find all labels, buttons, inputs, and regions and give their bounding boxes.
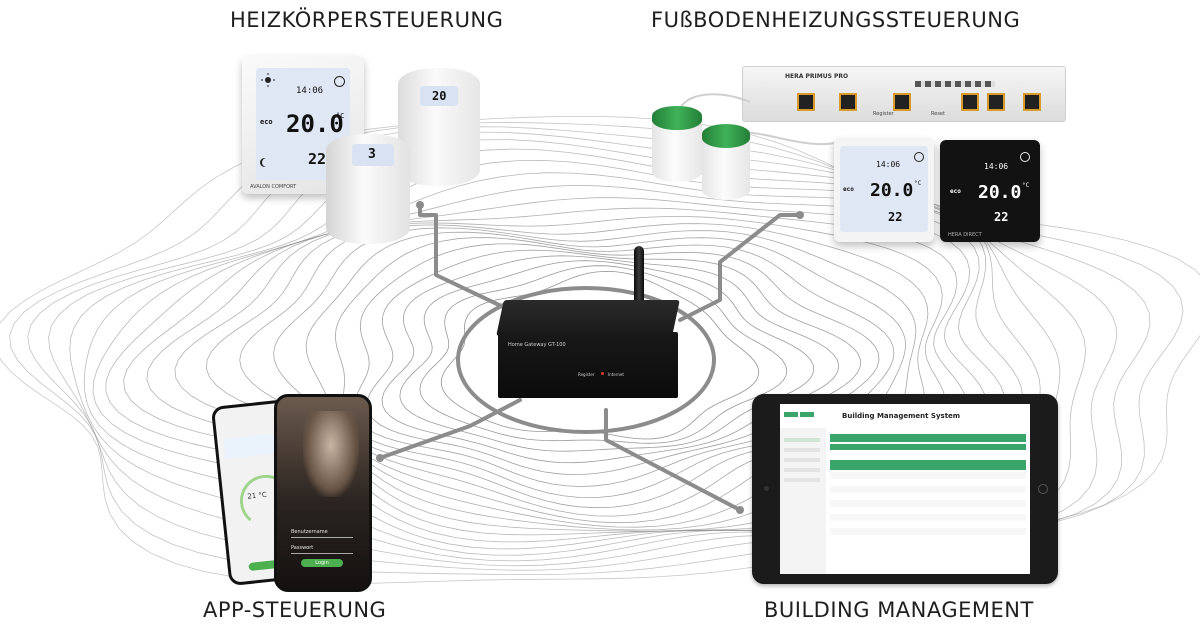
gateway-ring <box>456 286 716 434</box>
floor-black-mode: eco <box>950 188 961 195</box>
bms-button-1[interactable] <box>784 412 798 417</box>
connector-radiator <box>418 203 522 317</box>
power-icon <box>1020 152 1030 162</box>
valve-back-lcd: 20 <box>420 86 458 106</box>
wave-ring <box>381 255 840 464</box>
connector-app <box>378 398 522 460</box>
phone-group: 21 °C Benutzername Passwort Login <box>210 394 372 592</box>
bms-title: Building Management System <box>842 412 961 420</box>
phone-password-field[interactable]: Passwort <box>291 545 314 551</box>
phone-front: Benutzername Passwort Login <box>274 394 372 592</box>
gateway-led-red <box>601 372 604 375</box>
bms-table-header <box>830 460 1026 470</box>
wave-ring <box>419 265 788 444</box>
floor-thermostat-black: 14:06 eco 20.0 °C 22 HERA DIRECT <box>940 140 1040 242</box>
controller-terminal-block <box>915 81 995 87</box>
gateway-top <box>496 300 680 336</box>
bms-screen: Building Management System <box>780 404 1030 574</box>
floor-white-mode: eco <box>843 186 854 193</box>
phone-username-field[interactable]: Benutzername <box>291 529 328 535</box>
app-section-title: APP-STEUERUNG <box>203 598 387 622</box>
valve-front-lcd: 3 <box>352 144 394 166</box>
thermostat-brand: AVALON COMFORT <box>250 184 297 190</box>
radiator-section-title: HEIZKÖRPERSTEUERUNG <box>230 8 504 32</box>
floor-black-unit: °C <box>1022 182 1030 189</box>
wave-ring <box>273 227 917 517</box>
valve-front-display: 3 <box>368 147 376 162</box>
radiator-valve-back: 20 <box>398 68 480 186</box>
valve-back-display: 20 <box>432 89 447 103</box>
floor-black-brand: HERA DIRECT <box>948 232 982 238</box>
controller-port-2 <box>839 93 857 111</box>
tablet: Building Management System <box>752 394 1058 584</box>
actuator-2 <box>702 124 750 200</box>
bms-table-rows <box>830 472 1026 542</box>
connector-floor <box>678 213 802 322</box>
controller-port-3 <box>893 93 911 111</box>
floor-white-setpoint: 22 <box>888 210 903 224</box>
floor-black-time: 14:06 <box>984 162 1009 171</box>
gateway-name: Home Gateway GT-100 <box>508 342 566 348</box>
controller-port-5 <box>987 93 1005 111</box>
floor-heating-device-group: HERA PRIMUS PRO Register Reset 1 <box>650 62 1070 244</box>
thermostat-temp: 20.0 <box>286 110 344 138</box>
tablet-home-button[interactable] <box>1038 484 1048 494</box>
actuator-1 <box>652 106 702 182</box>
radiator-valve-front: 3 <box>326 134 410 244</box>
tablet-camera <box>764 486 769 491</box>
bms-button-2[interactable] <box>800 412 814 417</box>
sun-icon <box>261 73 275 87</box>
controller-reset-label: Reset <box>931 111 945 117</box>
floor-heating-section-title: FUßBODENHEIZUNGSSTEUERUNG <box>651 8 1021 32</box>
bms-section-title: BUILDING MANAGEMENT <box>764 598 1034 622</box>
floor-white-unit: °C <box>914 180 922 187</box>
home-gateway: Home Gateway GT-100 Register Internet <box>494 246 684 406</box>
bms-header-bar <box>830 434 1026 442</box>
moon-icon <box>262 158 271 167</box>
gateway-internet-label: Internet <box>608 372 624 377</box>
power-icon <box>914 152 924 162</box>
wave-ring <box>305 231 907 509</box>
controller-port-1 <box>797 93 815 111</box>
floor-controller: HERA PRIMUS PRO Register Reset <box>742 66 1066 122</box>
floor-white-time: 14:06 <box>876 160 901 169</box>
floor-black-setpoint: 22 <box>994 210 1009 224</box>
controller-port-6 <box>1023 93 1041 111</box>
gateway-front: Home Gateway GT-100 Register Internet <box>498 332 678 398</box>
wave-ring <box>366 249 861 476</box>
phone-photo <box>303 411 359 497</box>
controller-title: HERA PRIMUS PRO <box>785 73 849 80</box>
floor-thermostat-white: 14:06 eco 20.0 °C 22 <box>834 138 934 242</box>
controller-register-label: Register <box>873 111 894 117</box>
phone-login-button[interactable]: Login <box>301 559 343 567</box>
thermostat-unit: °C <box>336 112 345 120</box>
floor-black-temp: 20.0 <box>978 182 1022 203</box>
bms-sidebar <box>780 428 826 574</box>
floor-white-lcd: 14:06 eco 20.0 °C 22 <box>840 146 928 232</box>
wave-ring <box>399 260 815 452</box>
thermostat-time: 14:06 <box>296 86 324 96</box>
connector-bms <box>604 408 742 512</box>
thermostat-mode: eco <box>260 118 273 126</box>
bms-header-bar-2 <box>830 444 1026 450</box>
floor-white-temp: 20.0 <box>870 180 914 201</box>
controller-port-4 <box>961 93 979 111</box>
radiator-device-group: 14:06 eco 20.0 °C 22 AVALON COMFORT 20 3 <box>240 56 490 246</box>
thermostat-setpoint: 22 <box>308 150 327 168</box>
gateway-register-label: Register <box>578 372 595 377</box>
power-icon <box>334 76 345 87</box>
wave-ring <box>440 270 760 440</box>
